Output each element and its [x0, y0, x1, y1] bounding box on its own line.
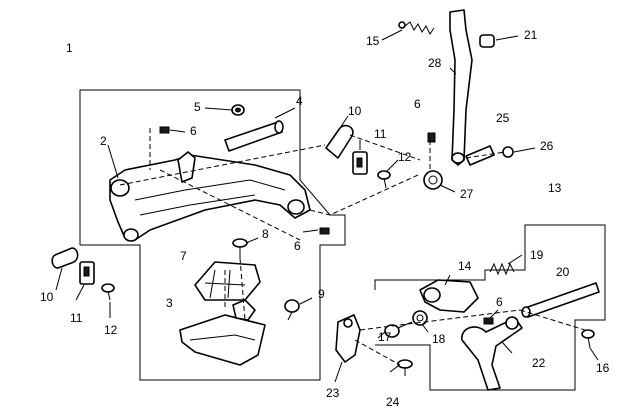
part-17-screw	[384, 321, 413, 338]
callout-5: 5	[194, 100, 201, 114]
callout-20: 20	[556, 265, 570, 279]
part-15-spring	[398, 21, 435, 35]
callout-10b: 10	[40, 290, 54, 304]
part-6-set-screw-c	[427, 132, 436, 143]
part-12-screw-lower	[101, 283, 115, 301]
part-11-plate-upper	[352, 151, 368, 175]
part-28-lever	[449, 9, 473, 166]
callout-4: 4	[296, 94, 303, 108]
callout-18: 18	[432, 332, 446, 346]
part-21-bushing	[479, 34, 495, 48]
callout-9: 9	[318, 287, 325, 301]
callout-6b: 6	[414, 97, 421, 111]
callout-23: 23	[326, 386, 340, 400]
part-6-set-screw-d	[483, 317, 494, 325]
callout-2: 2	[100, 134, 107, 148]
axis-line-b	[149, 128, 301, 241]
callout-12b: 12	[104, 323, 118, 337]
assembly-13-outline	[374, 224, 606, 391]
part-16-screw	[581, 329, 595, 349]
callout-3: 3	[166, 296, 173, 310]
callout-14: 14	[458, 259, 472, 273]
part-9-screw	[284, 299, 300, 321]
part-12-screw-upper	[377, 170, 391, 189]
axis-line-e	[429, 140, 506, 170]
callout-27: 27	[460, 187, 474, 201]
part-11-plate-lower	[79, 261, 95, 285]
callout-6c: 6	[294, 239, 301, 253]
callout-21: 21	[524, 28, 538, 42]
part-4-pin	[224, 120, 284, 152]
callout-16: 16	[596, 361, 610, 375]
part-10-cap-lower	[51, 247, 79, 269]
callout-26: 26	[540, 139, 554, 153]
part-22-cam-lever	[461, 316, 523, 391]
part-24-screw	[397, 359, 413, 376]
part-14-block	[419, 279, 479, 313]
part-26-ring	[502, 146, 514, 158]
part-7-clamp	[194, 261, 261, 301]
callout-12a: 12	[398, 150, 412, 164]
part-23-link	[335, 314, 361, 363]
callout-15: 15	[366, 34, 380, 48]
axis-line-d	[354, 309, 586, 366]
part-2-main-arm	[109, 151, 311, 242]
leader-lines	[55, 29, 599, 383]
part-8-screw	[232, 238, 248, 258]
callout-8: 8	[262, 227, 269, 241]
callout-7: 7	[180, 249, 187, 263]
assembly-1-outline	[79, 89, 346, 381]
callout-24: 24	[386, 395, 400, 409]
callout-13: 13	[548, 181, 562, 195]
callout-6d: 6	[496, 295, 503, 309]
part-5-nut	[231, 104, 245, 116]
part-10-cap-upper	[325, 124, 354, 159]
callout-1: 1	[66, 41, 73, 55]
part-19-spring	[489, 262, 515, 276]
part-18-sleeve	[412, 310, 428, 326]
callout-17: 17	[378, 330, 392, 344]
callout-10a: 10	[348, 104, 362, 118]
part-6-set-screw-a	[159, 126, 170, 134]
callout-22: 22	[532, 356, 546, 370]
callout-11a: 11	[374, 127, 387, 141]
part-6-set-screw-b	[319, 227, 330, 235]
part-20-rod	[521, 282, 600, 318]
callout-19: 19	[530, 248, 544, 262]
callout-28: 28	[428, 56, 442, 70]
part-27-collar	[423, 170, 443, 190]
part-3-bracket	[179, 299, 266, 366]
callout-25: 25	[496, 111, 510, 125]
part-25-shaft	[465, 145, 495, 166]
axis-line-c	[224, 257, 246, 321]
callout-11b: 11	[70, 311, 83, 325]
axis-line-a	[119, 134, 421, 216]
callout-6a: 6	[190, 124, 197, 138]
